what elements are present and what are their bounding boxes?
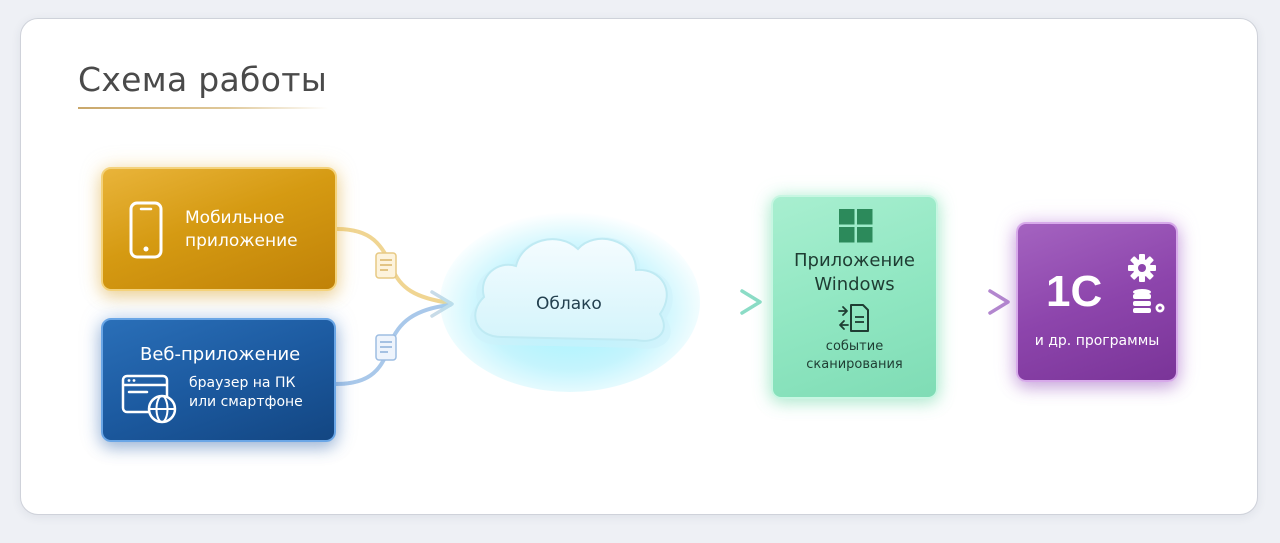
mobile-label: Мобильное приложение — [185, 207, 298, 253]
browser-globe-icon — [121, 374, 177, 424]
onec-node: 1С и др. программ — [1016, 222, 1178, 382]
windows-sub-line2: сканирования — [806, 357, 903, 372]
gear-database-icon — [1128, 254, 1165, 313]
smartphone-icon — [129, 201, 163, 259]
windows-sub-line1: событие — [825, 339, 884, 354]
web-sub-line1: браузер на ПК — [189, 375, 296, 391]
onec-label: и др. программы — [1034, 333, 1160, 349]
windows-logo-icon — [839, 209, 873, 243]
windows-title: Приложение Windows — [773, 249, 936, 297]
document-icon — [375, 334, 397, 361]
onec-logo: 1С — [1046, 267, 1102, 316]
windows-title-line1: Приложение — [793, 250, 915, 271]
windows-app-node: Приложение Windows событие сканирования — [771, 195, 938, 399]
mobile-label-line1: Мобильное — [185, 208, 285, 228]
windows-sub: событие сканирования — [773, 338, 936, 374]
web-label: Веб-приложение — [140, 344, 301, 365]
web-sub: браузер на ПК или смартфоне — [189, 374, 303, 412]
cloud-icon — [440, 212, 700, 392]
web-sub-line2: или смартфоне — [189, 394, 303, 410]
windows-title-line2: Windows — [814, 274, 895, 295]
document-icon — [375, 252, 397, 279]
cloud-label: Облако — [536, 294, 602, 314]
arrow-to-windows — [740, 289, 762, 315]
page-title: Схема работы — [78, 60, 328, 99]
title-underline — [78, 107, 328, 109]
scan-document-icon — [838, 304, 869, 332]
onec-logo-text: 1С — [1046, 267, 1102, 316]
mobile-app-node: Мобильное приложение — [101, 167, 337, 291]
web-app-node: Веб-приложение браузер на ПК или смартфо… — [101, 318, 336, 442]
arrow-to-onec — [988, 289, 1010, 315]
mobile-label-line2: приложение — [185, 231, 298, 251]
